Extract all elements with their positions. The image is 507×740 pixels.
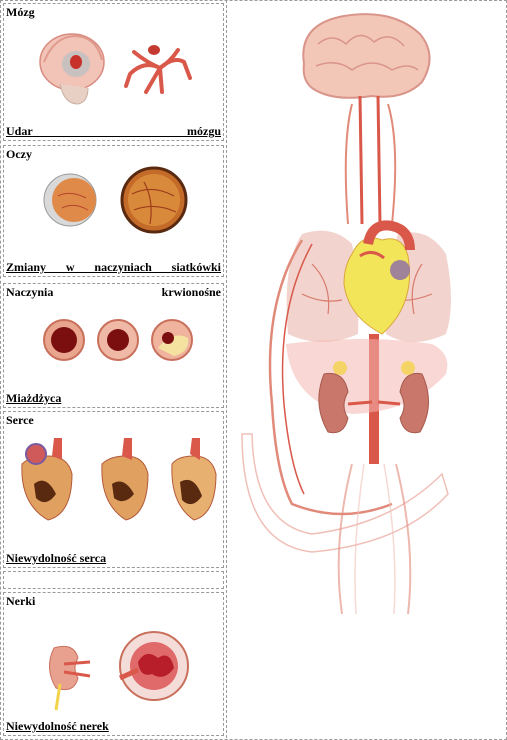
heart-failure-illustration — [21, 438, 217, 521]
panel-title: Serce — [6, 413, 34, 427]
panel-empty — [3, 571, 224, 589]
panel-caption: Niewydolność serca — [6, 551, 107, 565]
column-divider — [226, 0, 227, 738]
body-organs-diagram — [241, 13, 451, 615]
eye-retina-illustration — [43, 166, 188, 234]
heart-organ — [343, 220, 415, 335]
panel-title: Mózg — [6, 5, 35, 19]
kidney-failure-illustration — [49, 631, 189, 711]
panel-heart: Serce Niewydolność serca — [3, 411, 224, 568]
panel-vessels: Naczynia krwionośne Miażdżyca — [3, 283, 224, 408]
panel-caption: Udar mózgu — [6, 124, 221, 138]
brain-stroke-illustration — [39, 33, 192, 105]
panel-caption: Niewydolność nerek — [6, 719, 109, 733]
panel-caption: Miażdżyca — [6, 391, 62, 405]
panel-title: Naczynia krwionośne — [6, 285, 221, 299]
panel-eyes: Oczy Zmiany w naczyniach siatkówki — [3, 145, 224, 277]
panel-kidneys: Nerki Niewydolność nerek — [3, 592, 224, 736]
panel-brain: Mózg Udar mózgu — [3, 3, 224, 141]
panel-title: Nerki — [6, 594, 36, 608]
kidneys-organ — [318, 361, 429, 434]
panel-title: Oczy — [6, 147, 32, 161]
panel-caption: Zmiany w naczyniach siatkówki — [6, 260, 221, 274]
brain-organ — [302, 13, 431, 99]
atherosclerosis-illustration — [43, 319, 193, 361]
